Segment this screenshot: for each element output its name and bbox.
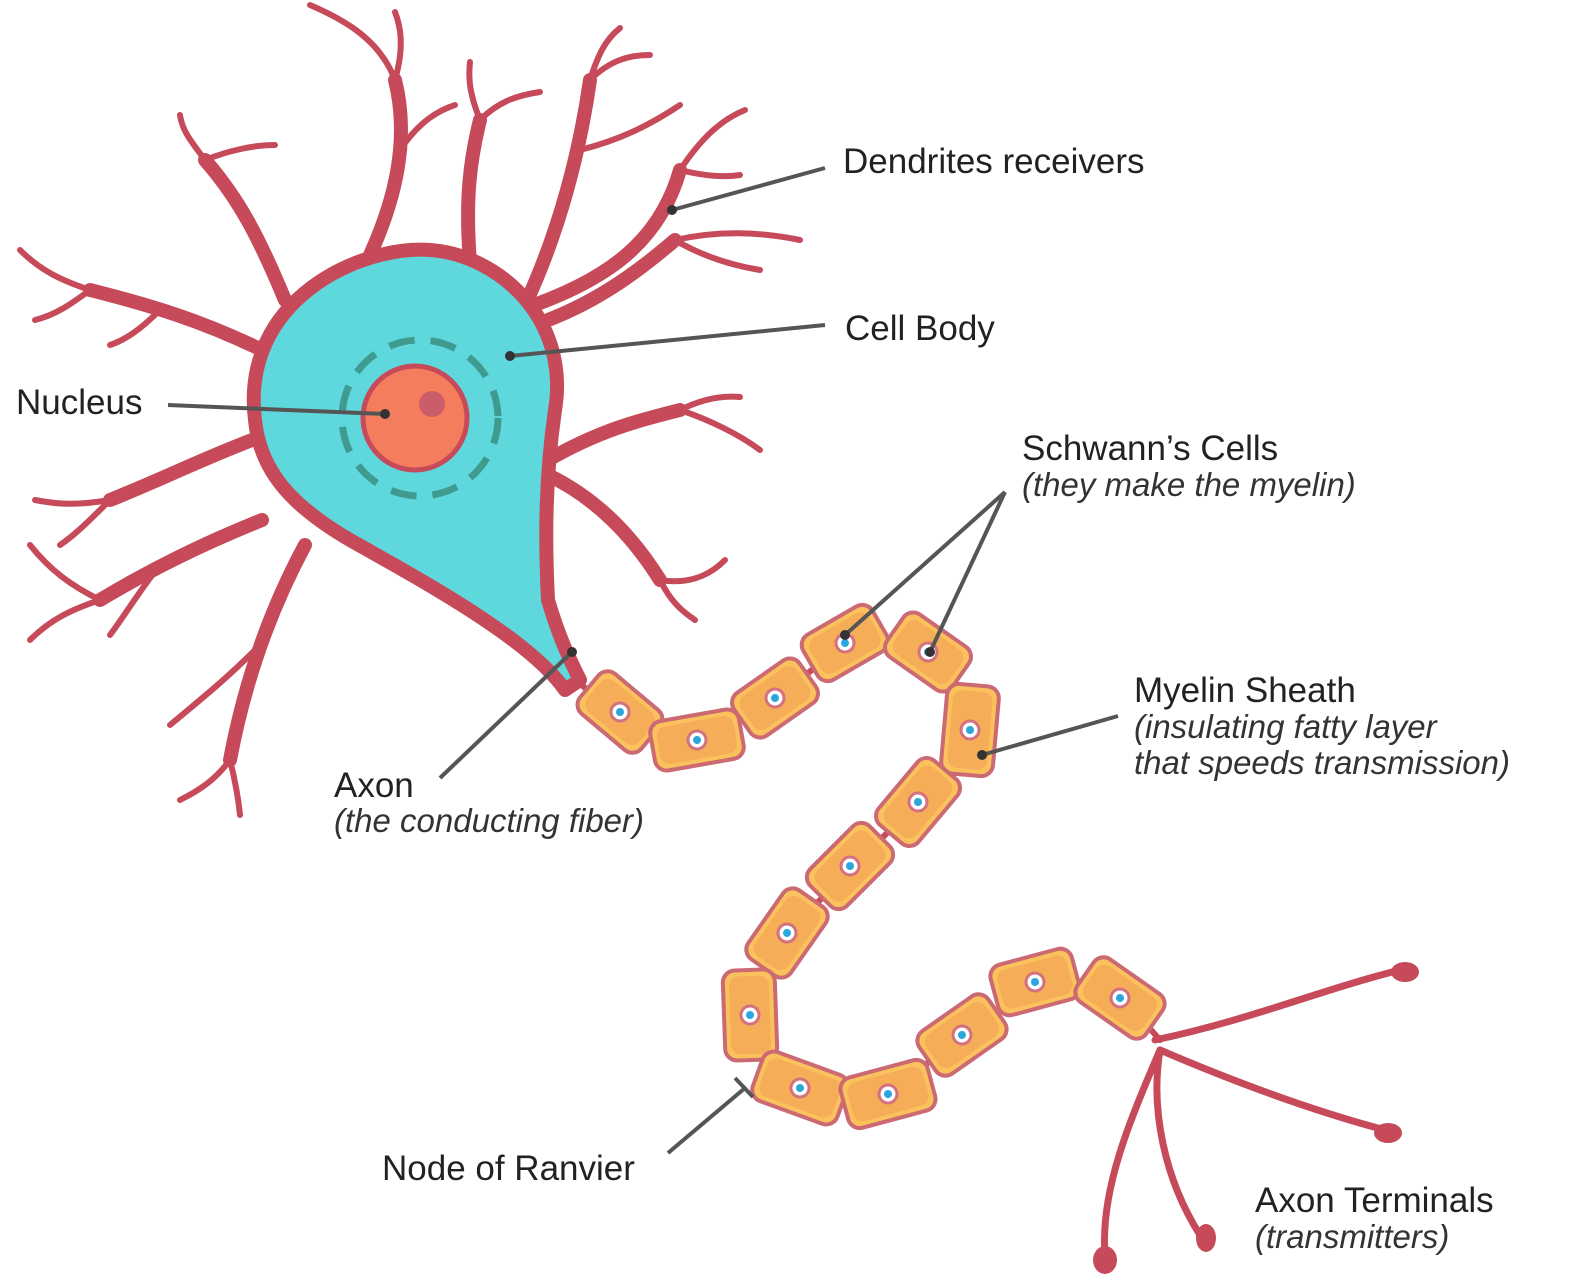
cell-body-label: Cell Body [845, 309, 995, 348]
axon-terminals-label: Axon Terminals [1255, 1181, 1494, 1220]
myelin-sheath-sublabel-2: that speeds transmission) [1134, 744, 1510, 781]
axon-terminals-sublabel: (transmitters) [1255, 1218, 1449, 1255]
nucleolus [419, 391, 445, 417]
myelin-sheath-sublabel-1: (insulating fatty layer [1134, 708, 1439, 745]
axon-terminals [1093, 962, 1419, 1274]
nucleus-label: Nucleus [16, 383, 142, 422]
dendrites [17, 2, 803, 818]
axon-sublabel: (the conducting fiber) [334, 802, 644, 839]
chromatin-ring [338, 336, 502, 500]
dendrites-label: Dendrites receivers [843, 142, 1145, 181]
myelin-sheath-label: Myelin Sheath [1134, 671, 1356, 710]
axon-label: Axon [334, 766, 414, 805]
nucleus [360, 363, 470, 473]
node-of-ranvier-label: Node of Ranvier [382, 1149, 635, 1188]
leader-lines [167, 166, 1119, 1155]
schwann-cells-label: Schwann’s Cells [1022, 429, 1278, 468]
myelin-sheath [575, 602, 1167, 1131]
schwann-cells-sublabel: (they make the myelin) [1022, 466, 1356, 503]
